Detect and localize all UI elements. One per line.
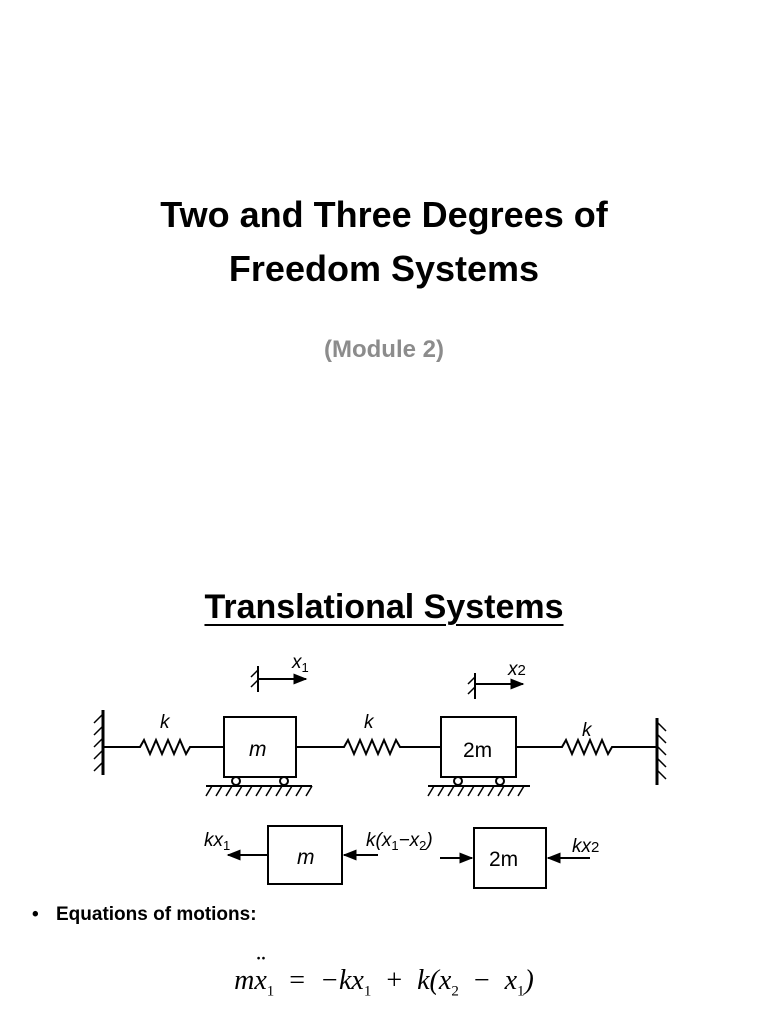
equation-term-2-sub-2: 1 [517, 983, 525, 1000]
spring-2 [296, 737, 441, 757]
spring-1 [103, 737, 224, 757]
slide-title: Two and Three Degrees of Freedom Systems [0, 188, 768, 296]
equation-term-2-var: x [504, 965, 518, 996]
fbd-mass-2-block [473, 827, 547, 889]
equation-lhs-sub: 1 [266, 983, 275, 1000]
slide-title-line-1: Two and Three Degrees of [160, 194, 608, 235]
spring-2-label: k [364, 712, 375, 733]
slide-subtitle: (Module 2) [324, 336, 444, 363]
displacement-2-label: x2 [507, 659, 526, 680]
equation-plus: + [386, 965, 403, 996]
left-wall [93, 710, 105, 775]
mass-1-wheel-left [231, 776, 241, 786]
section-heading: Translational Systems [0, 588, 768, 627]
displacement-1-label: x1 [291, 652, 309, 675]
mass-1-wheel-right [279, 776, 289, 786]
spring-mass-diagram: k k k m 2m x1 x2 kx1 k(x1−x2) kx2 m 2m [93, 652, 667, 889]
section-heading-text: Translational Systems [204, 588, 564, 626]
equation-term-1-sub: 1 [363, 983, 372, 1000]
slide-title-line-2: Freedom Systems [228, 248, 540, 289]
ground-1 [205, 785, 313, 797]
displacement-1-marker [250, 666, 308, 692]
equation-term-2-open: k(x [417, 965, 452, 996]
equation-equals: = [289, 965, 306, 996]
ground-2 [427, 785, 530, 797]
spring-3-label: k [582, 720, 593, 741]
equation-close-paren: ) [524, 965, 534, 996]
equation-of-motion: mx1 = −kx1 + k(x2 − x1) [0, 951, 768, 1001]
mass-2-wheel-left [453, 776, 463, 786]
equation-term-1: −kx [320, 965, 364, 996]
fbd-mass-1-label: m [297, 846, 315, 869]
fbd-mass-2-label: 2m [489, 848, 518, 871]
bullet-item: • Equations of motions: [32, 904, 257, 926]
bullet-text: Equations of motions: [56, 904, 257, 925]
fbd-force-left-label: kx1 [204, 830, 230, 853]
equation-lhs-accel: x [254, 951, 266, 997]
spring-1-label: k [160, 712, 171, 733]
bullet-marker: • [32, 904, 39, 925]
fbd-force-right-label: kx2 [572, 836, 599, 857]
fbd-force-mid-label: k(x1−x2) [366, 830, 433, 853]
equation-term-2-sub-1: 2 [451, 983, 459, 1000]
mass-1-label: m [249, 738, 267, 761]
spring-3 [516, 737, 657, 757]
mass-2-wheel-right [495, 776, 505, 786]
equation-lhs-coefficient: m [234, 965, 255, 996]
displacement-2-marker [467, 673, 525, 699]
equation-minus: − [473, 965, 490, 996]
mass-2-label: 2m [463, 739, 492, 762]
right-wall [655, 718, 667, 785]
